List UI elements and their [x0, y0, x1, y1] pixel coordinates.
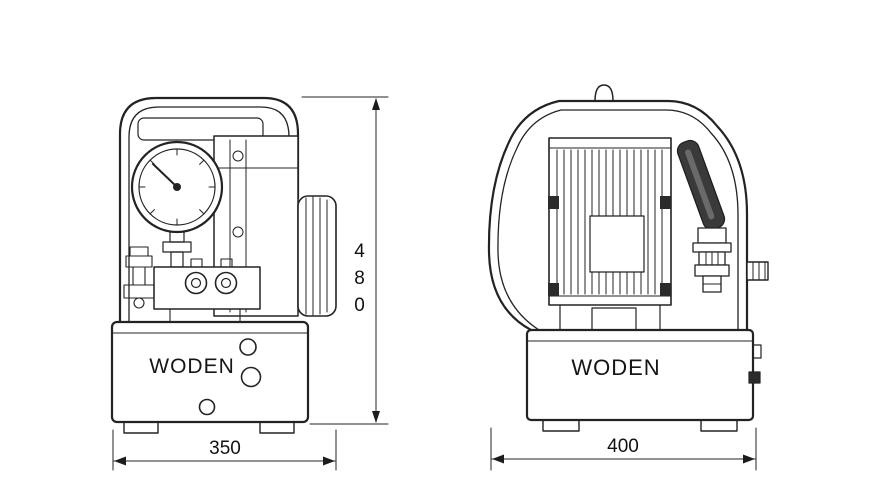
side-valve-coupler — [692, 227, 732, 293]
side-frame-handle — [487, 84, 749, 332]
side-pump-bracket — [559, 304, 661, 331]
arrow-right-icon — [743, 454, 755, 464]
dimension-side-width-value: 400 — [607, 436, 639, 457]
side-width-dimension-line — [490, 427, 757, 471]
side-knob — [746, 261, 769, 281]
side-view — [487, 84, 769, 432]
arrow-left-icon — [492, 454, 504, 464]
front-view — [110, 96, 337, 434]
height-dimension-line — [301, 96, 389, 425]
gauge-stem-fittings — [162, 231, 192, 268]
dimension-annotations — [112, 96, 757, 471]
front-motor-rib-end — [297, 195, 337, 317]
arrow-right-icon — [323, 456, 335, 466]
brand-label-front: WODEN — [149, 355, 235, 378]
front-frame-handle — [118, 96, 300, 324]
valve-manifold — [153, 258, 261, 323]
left-fittings — [123, 246, 155, 309]
lifting-eye-icon — [594, 84, 614, 102]
dimension-front-width-value: 350 — [209, 438, 241, 459]
brand-label-side: WODEN — [571, 355, 661, 380]
arrow-up-icon — [372, 98, 380, 110]
arrow-left-icon — [114, 456, 126, 466]
side-tank — [525, 328, 762, 432]
side-motor-fins — [548, 137, 672, 306]
front-width-dimension-line — [112, 429, 337, 471]
dimension-height-value: 480 — [349, 241, 370, 322]
side-lever-handle — [676, 139, 726, 231]
arrow-down-icon — [372, 411, 380, 423]
pressure-gauge-icon — [130, 140, 224, 234]
front-tank — [110, 320, 310, 434]
